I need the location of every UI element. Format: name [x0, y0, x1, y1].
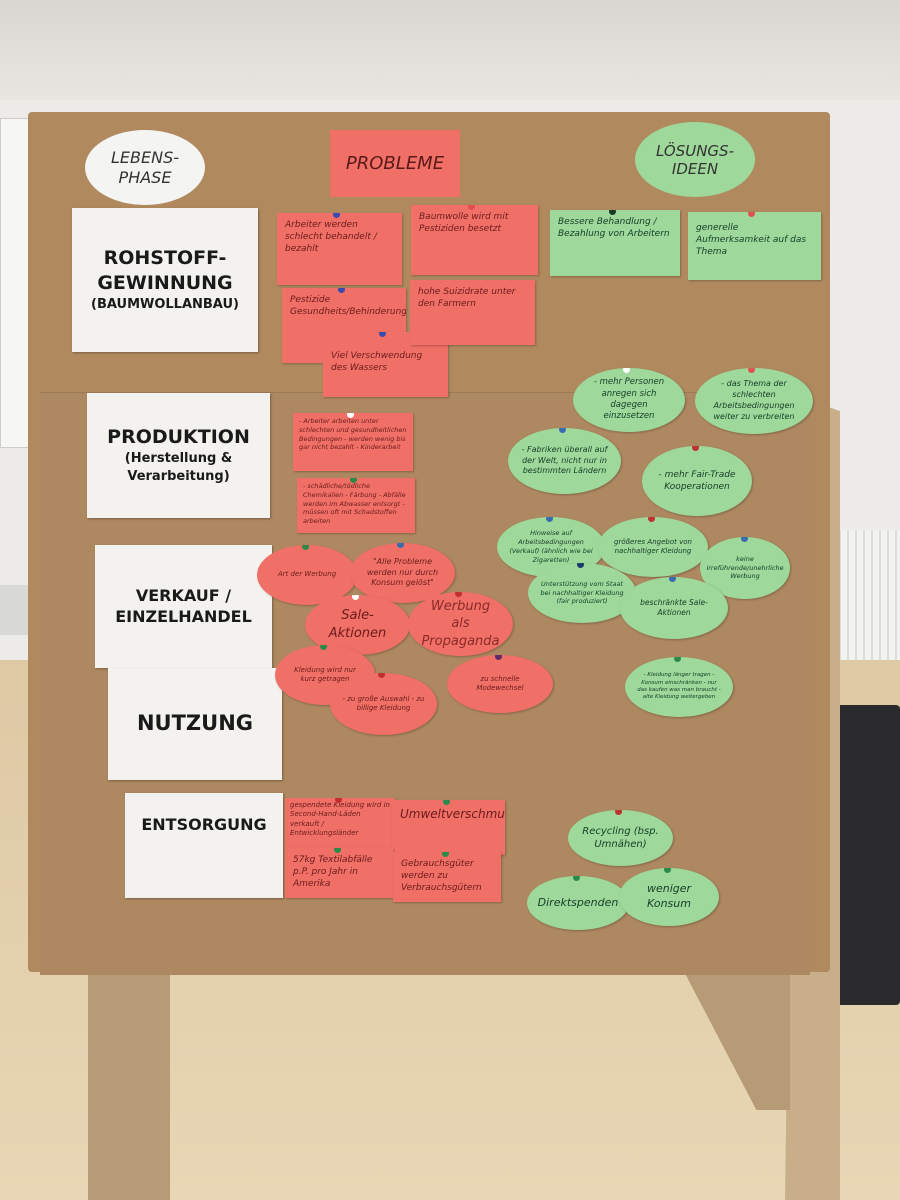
pushpin-icon [668, 577, 676, 582]
pushpin-icon [337, 288, 345, 293]
pushpin-icon [397, 543, 405, 548]
solution-note: Recycling (bsp. Umnähen) [568, 810, 673, 866]
solution-note: Unterstützung vom Staat bei nachhaltiger… [528, 563, 636, 623]
solution-note: - Kleidung länger tragen - Konsum einsch… [625, 657, 733, 717]
pushpin-icon [740, 537, 748, 542]
category-entsorgung: ENTSORGUNG [125, 793, 283, 898]
category-rohstoffgewinnung: ROHSTOFF-GEWINNUNG(BAUMWOLLANBAU) [72, 208, 258, 352]
pushpin-icon [352, 595, 360, 600]
problem-note: Gebrauchsgüter werden zu Verbrauchsgüter… [393, 852, 501, 902]
pushpin-icon [379, 332, 387, 337]
solution-note: Bessere Behandlung / Bezahlung von Arbei… [550, 210, 680, 276]
solution-note: größeres Angebot von nachhaltiger Kleidu… [598, 517, 708, 577]
problem-note: Umweltverschmutzung [392, 800, 505, 855]
pushpin-icon [545, 517, 553, 522]
solution-note: beschränkte Sale-Aktionen [620, 577, 728, 639]
board-leg-left [88, 940, 170, 1200]
pushpin-icon [576, 563, 584, 568]
solution-note: - das Thema der schlechten Arbeitsbeding… [695, 368, 813, 434]
pushpin-icon [615, 810, 623, 815]
pushpin-icon [673, 657, 681, 662]
pushpin-icon [748, 368, 756, 373]
header-loesungsideen: LÖSUNGS-IDEEN [635, 122, 755, 197]
header-probleme: PROBLEME [330, 130, 460, 197]
pushpin-icon [494, 655, 502, 660]
problem-note: zu schnelle Modewechsel [447, 655, 553, 713]
category-produktion: PRODUKTION(Herstellung & Verarbeitung) [87, 393, 270, 518]
solution-note: - mehr Personen anregen sich dagegen ein… [573, 368, 685, 432]
category-verkauf: VERKAUF / EINZELHANDEL [95, 545, 272, 668]
solution-note: weniger Konsum [619, 868, 719, 926]
pushpin-icon [333, 848, 341, 853]
problem-note: gespendete Kleidung wird in Second-Hand-… [285, 798, 395, 848]
wall [0, 0, 900, 100]
pushpin-icon [455, 592, 463, 597]
problem-note: Werbung als Propaganda [408, 592, 513, 656]
pushpin-icon [441, 852, 449, 857]
solution-note: generelle Aufmerksamkeit auf das Thema [688, 212, 821, 280]
problem-note: - zu große Auswahl - zu billige Kleidung [330, 673, 437, 735]
problem-note: - schädliche/tödliche Chemikalien - Färb… [297, 478, 415, 533]
solution-note: - Fabriken überall auf der Welt, nicht n… [508, 428, 621, 494]
pushpin-icon [468, 205, 476, 210]
pushpin-icon [350, 478, 358, 483]
pushpin-icon [334, 798, 342, 803]
problem-note: Arbeiter werden schlecht behandelt / bez… [277, 213, 402, 285]
pushpin-icon [647, 517, 655, 522]
pushpin-icon [347, 413, 354, 418]
equipment-case [835, 705, 900, 1005]
pushpin-icon [572, 876, 580, 881]
problem-note: Baumwolle wird mit Pestiziden besetzt [411, 205, 538, 275]
problem-note: "Alle Probleme werden nur durch Konsum g… [350, 543, 455, 603]
pushpin-icon [378, 673, 386, 678]
pushpin-icon [747, 212, 755, 217]
pushpin-icon [442, 800, 450, 805]
problem-note: Art der Werbung [257, 545, 357, 605]
pushpin-icon [333, 213, 341, 218]
pushpin-icon [623, 368, 631, 373]
pushpin-icon [558, 428, 566, 433]
solution-note: Direktspenden [527, 876, 629, 930]
pushpin-icon [608, 210, 616, 215]
problem-note: hohe Suizidrate unter den Farmern [410, 280, 535, 345]
pushpin-icon [320, 645, 327, 650]
solution-note: Hinweise auf Arbeitsbedingungen (Verkauf… [497, 517, 605, 577]
problem-note: - Arbeiter arbeiten unter schlechten und… [293, 413, 413, 471]
header-lebensphase: LEBENS-PHASE [85, 130, 205, 205]
pushpin-icon [302, 545, 309, 550]
pushpin-icon [691, 446, 699, 451]
pushpin-icon [664, 868, 671, 873]
solution-note: - mehr Fair-Trade Kooperationen [642, 446, 752, 516]
category-nutzung: NUTZUNG [108, 668, 282, 780]
problem-note: 57kg Textilabfälle p.P. pro Jahr in Amer… [285, 848, 393, 898]
